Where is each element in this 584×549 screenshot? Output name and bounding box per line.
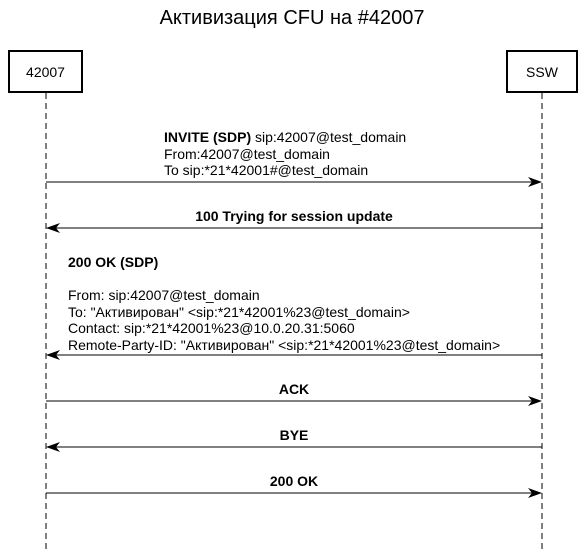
ok-sdp-method: 200 OK (SDP): [68, 254, 159, 270]
invite-from: From:42007@test_domain: [164, 145, 330, 162]
participant-ssw: SSW: [506, 50, 578, 93]
ok-sdp-to: To: "Активирован" <sip:*21*42001%23@test…: [68, 303, 410, 320]
participant-label: SSW: [526, 63, 558, 80]
ack-label: ACK: [278, 381, 310, 397]
participant-42007: 42007: [8, 50, 83, 93]
invite-uri: sip:42007@test_domain: [251, 129, 407, 145]
invite-label: INVITE (SDP) sip:42007@test_domain From:…: [164, 129, 406, 179]
trying-label: 100 Trying for session update: [195, 208, 393, 224]
bye-label: BYE: [279, 427, 309, 443]
diagram-title: Активизация CFU на #42007: [159, 7, 425, 29]
ok-sdp-details: From: sip:42007@test_domain To: "Активир…: [68, 287, 500, 353]
invite-to: To sip:*21*42001#@test_domain: [164, 162, 369, 178]
ok-sdp-rpid: Remote-Party-ID: "Активирован" <sip:*21*…: [68, 336, 501, 353]
ok-final-label: 200 OK: [269, 473, 319, 489]
ok-sdp-head: 200 OK (SDP): [68, 254, 158, 271]
invite-method: INVITE (SDP): [164, 129, 252, 145]
ok-sdp-from: From: sip:42007@test_domain: [68, 287, 260, 303]
ok-sdp-contact: Contact: sip:*21*42001%23@10.0.20.31:506…: [68, 320, 355, 336]
participant-label: 42007: [26, 63, 65, 80]
